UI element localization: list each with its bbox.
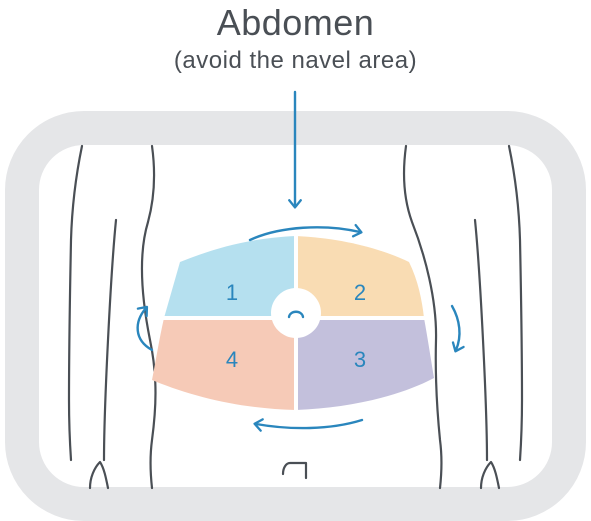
zone-4-label: 4: [226, 347, 238, 372]
zone-3: [296, 318, 434, 410]
navel-icon: [287, 310, 305, 319]
diagram-title: Abdomen: [216, 2, 375, 43]
left-inner-arm: [102, 218, 118, 462]
zone-4: [152, 318, 296, 410]
zone-1: [164, 236, 296, 318]
zone-1-label: 1: [226, 280, 238, 305]
rotation-arrow-icon: [136, 305, 154, 352]
left-torso: [141, 144, 157, 490]
zone-2-label: 2: [354, 280, 366, 305]
left-hand: [88, 460, 110, 490]
right-inner-arm: [473, 218, 489, 462]
right-torso: [402, 144, 443, 490]
arrows: [136, 90, 465, 432]
zone-3-label: 3: [354, 347, 366, 372]
rotation-arrow-icon: [248, 223, 363, 242]
rotation-arrow-icon: [253, 418, 364, 432]
crotch-outline: [281, 461, 308, 480]
zone-2: [296, 236, 424, 318]
left-outer-arm: [67, 144, 84, 462]
body-outline: [67, 144, 524, 490]
right-hand: [479, 460, 501, 490]
navel-area: [271, 288, 321, 338]
rotation-arrow-icon: [450, 304, 465, 353]
diagram-subtitle: (avoid the navel area): [173, 47, 418, 74]
right-outer-arm: [507, 144, 524, 462]
